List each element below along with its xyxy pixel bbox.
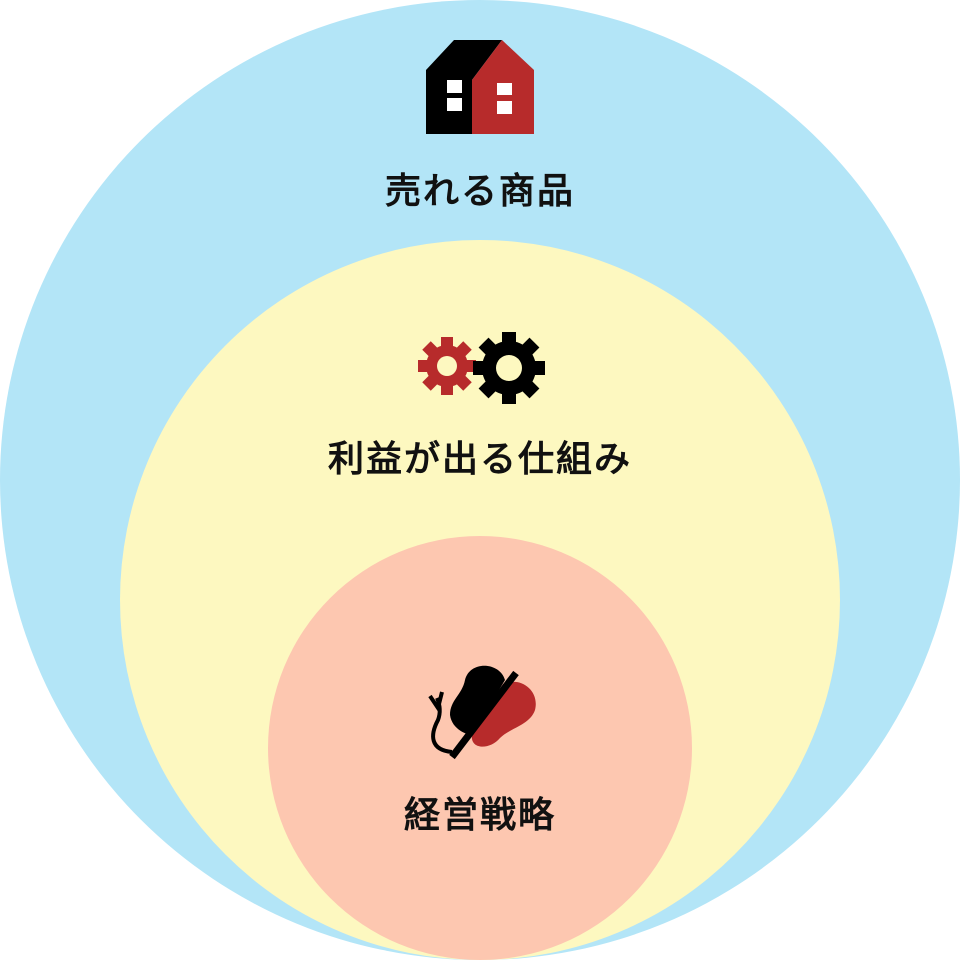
brain-plug-icon xyxy=(428,665,536,760)
inner-label: 経営戦略 xyxy=(403,795,556,836)
gears-icon xyxy=(418,332,545,404)
inner-circle xyxy=(268,536,692,960)
middle-label: 利益が出る仕組み xyxy=(327,439,632,480)
house-icon xyxy=(426,40,534,134)
outer-label: 売れる商品 xyxy=(384,171,575,212)
